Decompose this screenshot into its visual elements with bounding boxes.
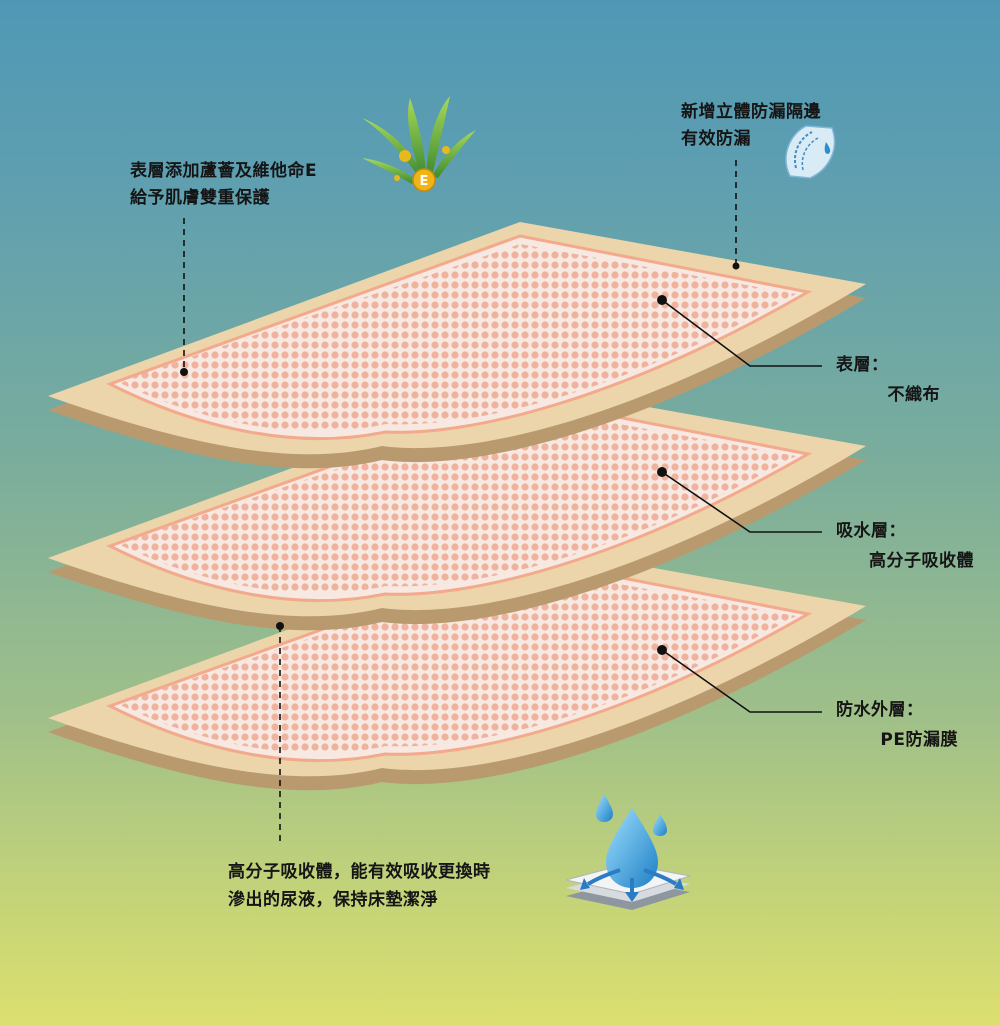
aloe-callout-line2: 給予肌膚雙重保護 bbox=[130, 188, 270, 208]
water-absorption-icon bbox=[565, 794, 691, 910]
edge-callout-line1: 新增立體防漏隔邊 bbox=[681, 102, 821, 122]
layer-desc-absorbent: 高分子吸收體 bbox=[869, 551, 974, 571]
layer-title-top: 表層： bbox=[836, 355, 889, 375]
absorb-callout-line1: 高分子吸收體，能有效吸收更換時 bbox=[228, 862, 491, 882]
layer-label-waterproof: 防水外層： PE防漏膜 bbox=[836, 697, 958, 754]
leader-lines bbox=[183, 160, 822, 845]
edge-callout-line2: 有效防漏 bbox=[681, 129, 751, 149]
layer-title-waterproof: 防水外層： bbox=[836, 700, 924, 720]
leak-guard-edge-icon bbox=[785, 125, 836, 179]
layer-label-absorbent: 吸水層： 高分子吸收體 bbox=[836, 518, 974, 575]
layer-desc-top: 不織布 bbox=[887, 385, 940, 405]
aloe-callout: 表層添加蘆薈及維他命E 給予肌膚雙重保護 bbox=[130, 158, 317, 212]
layer-label-top: 表層： 不織布 bbox=[836, 352, 940, 409]
absorb-callout: 高分子吸收體，能有效吸收更換時 滲出的尿液，保持床墊潔淨 bbox=[228, 858, 491, 914]
vitamin-e-badge: E bbox=[420, 174, 429, 189]
edge-callout: 新增立體防漏隔邊 有效防漏 bbox=[681, 99, 821, 153]
aloe-callout-line1: 表層添加蘆薈及維他命E bbox=[130, 161, 318, 181]
aloe-vitamin-e-icon: E bbox=[362, 96, 476, 192]
layer-title-absorbent: 吸水層： bbox=[836, 521, 906, 541]
absorb-callout-line2: 滲出的尿液，保持床墊潔淨 bbox=[228, 890, 438, 910]
leader-dots bbox=[180, 262, 740, 655]
layer-desc-waterproof: PE防漏膜 bbox=[880, 730, 958, 750]
